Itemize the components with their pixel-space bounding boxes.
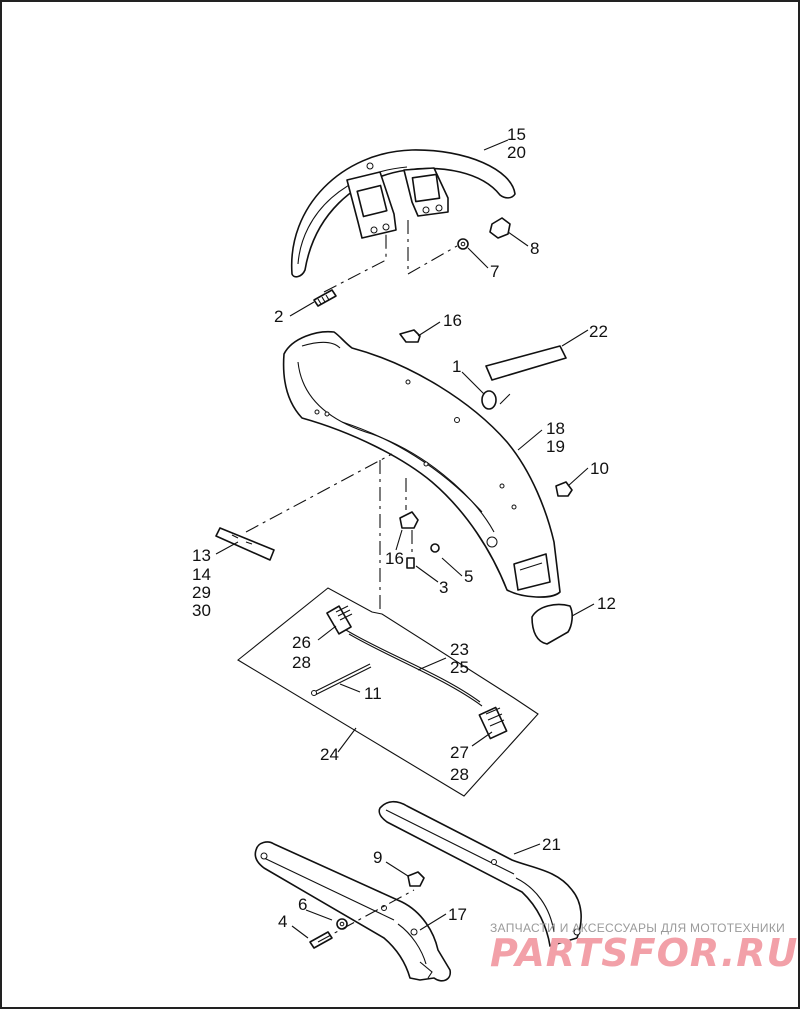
callout-22: 22 <box>589 322 608 341</box>
rear-fender <box>282 330 561 598</box>
callout-7: 7 <box>490 262 499 281</box>
lamp-13 <box>215 527 275 561</box>
callout-23: 23 <box>450 640 469 659</box>
callout-2: 2 <box>274 307 283 326</box>
clip-16-top <box>399 329 421 343</box>
watermark: ЗАПЧАСТИ И АКСЕССУАРЫ ДЛЯ МОТОТЕХНИКИ PA… <box>490 921 798 975</box>
watermark-brand: PARTSFOR.RU <box>490 931 798 975</box>
pad-22 <box>485 345 567 381</box>
callout-14: 14 <box>192 565 211 584</box>
callout-28-lower: 28 <box>450 765 469 784</box>
screw-3 <box>406 557 415 569</box>
callout-19: 19 <box>546 437 565 456</box>
callout-25: 25 <box>450 658 469 677</box>
callout-6: 6 <box>298 895 307 914</box>
callout-26: 26 <box>292 633 311 652</box>
callout-4: 4 <box>278 912 287 931</box>
callout-15: 15 <box>507 125 526 144</box>
callout-8: 8 <box>530 239 539 258</box>
bracket-17 <box>254 841 452 982</box>
callout-30: 30 <box>192 601 211 620</box>
callout-18: 18 <box>546 419 565 438</box>
callout-labels: 15 20 8 7 2 16 22 1 18 19 10 13 14 29 30… <box>192 125 616 931</box>
callout-16-lower: 16 <box>385 549 404 568</box>
callout-24: 24 <box>320 745 339 764</box>
washer-5 <box>430 543 440 553</box>
cable-tie-11 <box>311 663 372 696</box>
callout-12: 12 <box>597 594 616 613</box>
bolt-2 <box>313 289 337 307</box>
callout-17: 17 <box>448 905 467 924</box>
callout-3: 3 <box>439 578 448 597</box>
rail-21 <box>378 800 582 947</box>
front-fender <box>290 149 516 278</box>
grommet-1 <box>481 390 497 410</box>
callout-13: 13 <box>192 546 211 565</box>
watermark-tagline: ЗАПЧАСТИ И АКСЕССУАРЫ ДЛЯ МОТОТЕХНИКИ <box>490 921 785 935</box>
callout-27: 27 <box>450 743 469 762</box>
callout-5: 5 <box>464 567 473 586</box>
callout-16-top: 16 <box>443 311 462 330</box>
callout-21: 21 <box>542 835 561 854</box>
callout-11: 11 <box>364 684 382 703</box>
harness-23 <box>326 605 508 740</box>
nut-9 <box>407 871 425 887</box>
callout-29: 29 <box>192 583 211 602</box>
callout-9: 9 <box>373 848 382 867</box>
acorn-nut-8 <box>489 217 511 239</box>
nut-16-lower <box>399 511 419 529</box>
callout-20: 20 <box>507 143 526 162</box>
harness-kit-box <box>237 587 539 797</box>
callout-28-upper: 28 <box>292 653 311 672</box>
callout-1: 1 <box>452 357 461 376</box>
lens-12 <box>531 603 573 645</box>
callout-10: 10 <box>590 459 609 478</box>
leader-lines <box>215 139 595 939</box>
